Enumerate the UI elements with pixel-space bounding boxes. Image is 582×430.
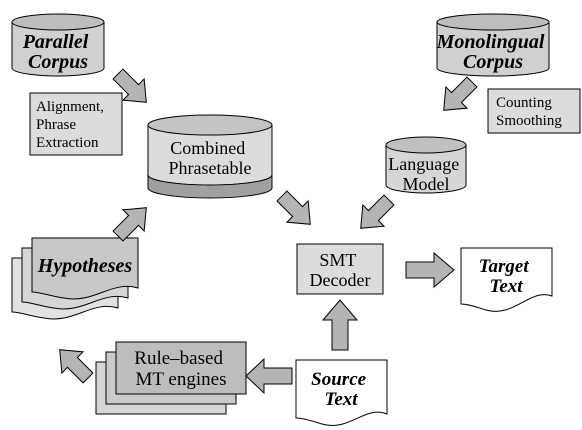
language-model-label-1: Language [388, 154, 459, 174]
parallel-corpus-node: Parallel Corpus [11, 13, 105, 77]
svg-text:Source Text: Source Text [311, 369, 371, 410]
counting-label: Counting [496, 95, 552, 111]
decoder-label: Decoder [310, 270, 371, 290]
hypotheses-label: Hypotheses [37, 255, 133, 277]
counting-smoothing-box: Counting Smoothing [487, 88, 581, 134]
alignment-label-1: Alignment, [36, 99, 104, 115]
parallel-corpus-label-1: Parallel [22, 31, 89, 53]
monolingual-corpus-label-2: Corpus [463, 51, 523, 73]
smt-decoder-box: SMT Decoder [296, 243, 384, 295]
monolingual-corpus-node: Monolingual Corpus [436, 13, 550, 77]
target-label-1: Target [479, 256, 530, 277]
arrow-parallel-to-phrasetable [112, 68, 147, 103]
svg-text:Combined Phrasetable: Combined Phrasetable [169, 138, 252, 178]
source-text-node: Source Text [295, 359, 388, 426]
alignment-box: Alignment, Phrase Extraction [29, 92, 123, 156]
arrow-monolingual-to-lm [443, 76, 478, 111]
source-label-2: Text [324, 389, 358, 410]
target-label-2: Text [489, 276, 523, 297]
rule-based-label-2: MT engines [136, 369, 227, 390]
rule-based-label-1: Rule–based [134, 348, 223, 369]
svg-text:SMT Decoder: SMT Decoder [310, 250, 371, 290]
phrasetable-label-2: Phrasetable [169, 158, 252, 178]
target-text-node: Target Text [460, 247, 553, 312]
svg-text:Target Text: Target Text [479, 256, 534, 297]
svg-text:Monolingual Corpus: Monolingual Corpus [436, 31, 550, 73]
alignment-label-2: Phrase [36, 117, 76, 133]
combined-phrasetable-node: Combined Phrasetable [147, 114, 273, 199]
arrow-source-to-rulebased [245, 357, 293, 395]
arrow-rulebased-to-hypotheses [59, 349, 94, 384]
arrow-source-to-decoder [321, 299, 359, 351]
source-label-1: Source [311, 369, 366, 390]
svg-text:Parallel Corpus: Parallel Corpus [22, 31, 94, 73]
svg-text:Alignment, Phrase: Alignment, Phrase Extraction [36, 99, 108, 151]
svg-text:Counting Smoothing: Counting Smoothing [496, 95, 562, 129]
monolingual-corpus-label-1: Monolingual [436, 31, 545, 53]
hypotheses-node: Hypotheses [11, 237, 139, 320]
rule-based-mt-node: Rule–based MT engines [95, 341, 247, 415]
arrow-hypotheses-to-phrasetable [112, 207, 147, 242]
smoothing-label: Smoothing [496, 113, 562, 129]
phrasetable-label-1: Combined [170, 138, 245, 158]
parallel-corpus-label-2: Corpus [28, 51, 88, 73]
smt-label: SMT [319, 250, 356, 270]
language-model-node: Language Model [385, 136, 467, 194]
alignment-label-3: Extraction [36, 135, 99, 151]
arrow-decoder-to-target [405, 251, 455, 289]
svg-text:Language Model: Language Model [388, 154, 463, 194]
arrow-phrasetable-to-decoder [276, 190, 311, 225]
svg-text:Rule–based MT engines: Rule–based MT engines [134, 348, 227, 390]
language-model-label-2: Model [403, 174, 450, 194]
arrow-lm-to-decoder [360, 194, 395, 229]
